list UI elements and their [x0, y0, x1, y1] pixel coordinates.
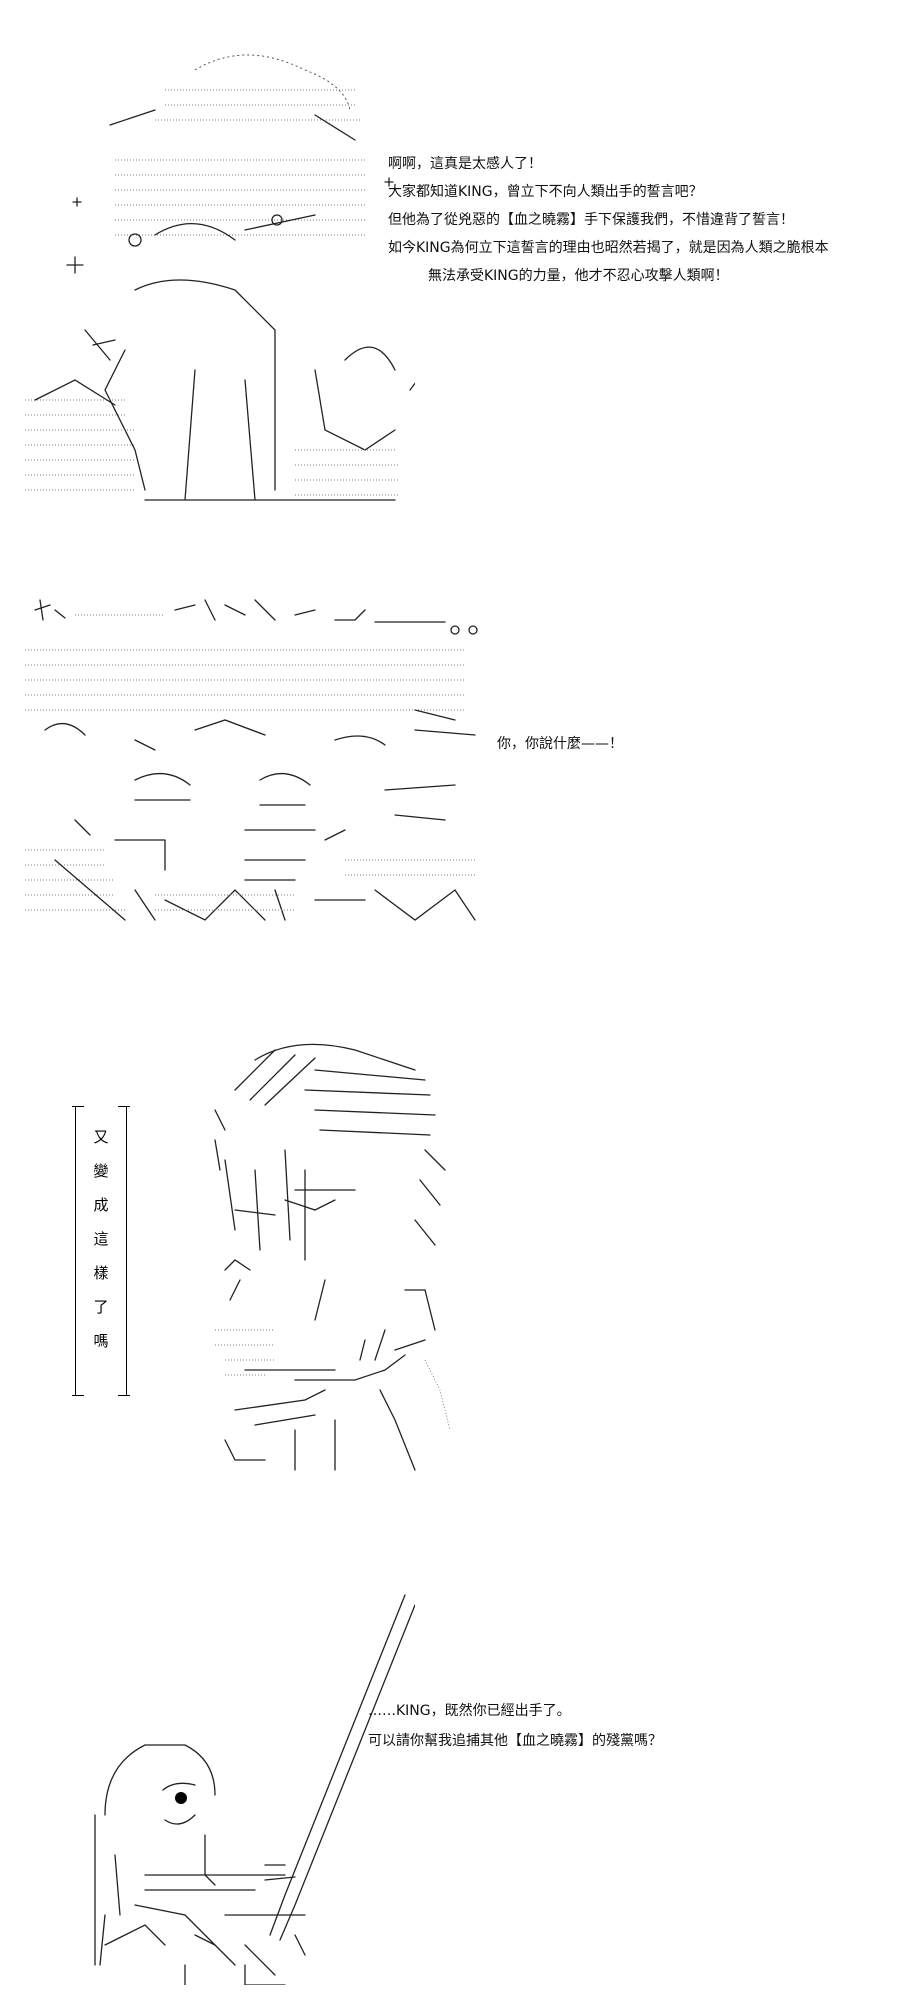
caption-char: 又	[93, 1128, 109, 1146]
caption-char: 樣	[93, 1264, 109, 1282]
dialog-line: 你，你說什麼——！	[497, 736, 623, 752]
ascii-art-figure-with-sword	[94, 1594, 415, 1985]
dialog-panel-2: 你，你說什麼——！	[497, 730, 623, 758]
eye-dot	[175, 1792, 187, 1804]
dialog-panel-4: ……KING，既然你已經出手了。 可以請你幫我追捕其他【血之曉霧】的殘黨嗎？	[368, 1697, 662, 1755]
vertical-caption-box: 又 變 成 這 樣 了 嗎	[72, 1106, 130, 1396]
caption-char: 變	[93, 1162, 109, 1180]
dialog-line: ……KING，既然你已經出手了。	[368, 1703, 571, 1719]
ascii-art-head-profile	[214, 1043, 451, 1471]
dialog-line: 如今KING為何立下這誓言的理由也昭然若揭了，就是因為人類之脆根本	[388, 240, 829, 256]
dialog-line: 可以請你幫我追捕其他【血之曉霧】的殘黨嗎？	[368, 1733, 662, 1749]
caption-char: 嗎	[93, 1332, 109, 1350]
dialog-line: 但他為了從兇惡的【血之曉霧】手下保護我們，不惜違背了誓言！	[388, 212, 794, 228]
caption-char: 成	[93, 1196, 109, 1214]
caption-char: 了	[93, 1298, 109, 1316]
ascii-art-shocked-crowd	[25, 599, 478, 921]
dialog-line: 無法承受KING的力量，他才不忍心攻擊人類啊！	[428, 268, 729, 284]
vertical-caption: 又 變 成 這 樣 了 嗎	[76, 1128, 126, 1351]
dialog-panel-1: 啊啊，這真是太感人了！ 大家都知道KING，曾立下不向人類出手的誓言吧？ 但他為…	[388, 150, 829, 290]
dialog-line: 大家都知道KING，曾立下不向人類出手的誓言吧？	[388, 184, 703, 200]
dialog-line: 啊啊，這真是太感人了！	[388, 156, 542, 172]
ascii-art-crowd-cheering	[25, 54, 415, 501]
caption-char: 這	[93, 1230, 109, 1248]
